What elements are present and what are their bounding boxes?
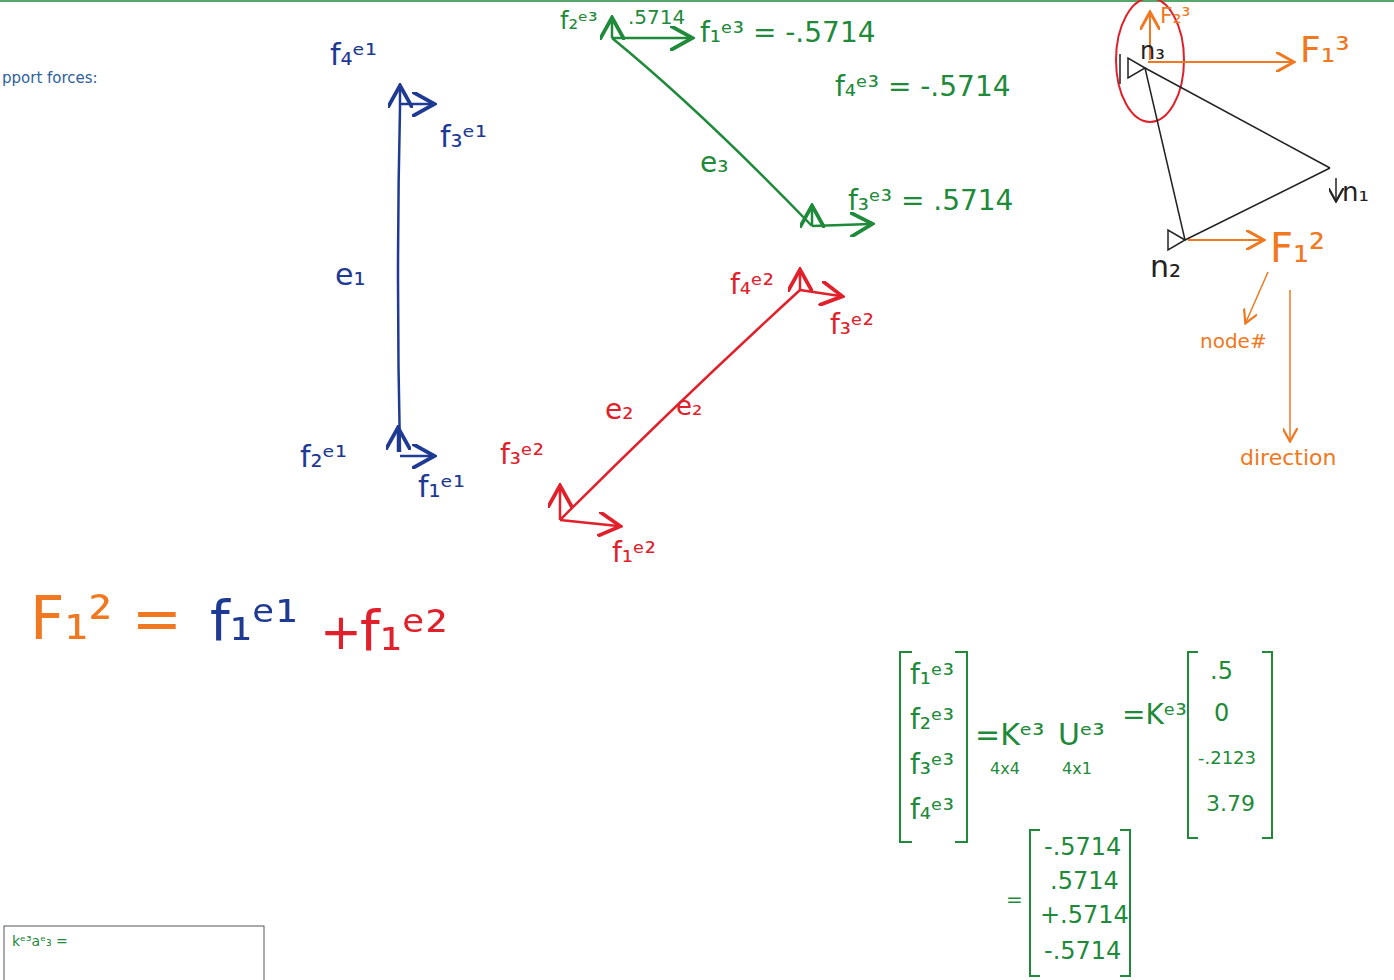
equation-term: + (320, 605, 362, 660)
vector-entry: f₃ᵉ³ (910, 750, 954, 781)
force-label: F₁² (1270, 226, 1325, 270)
force-label: f₂ᵉ¹ (300, 440, 347, 473)
vector-entry: +.5714 (1040, 902, 1129, 928)
force-label: f₁ᵉ¹ (418, 470, 465, 503)
force-label: f₄ᵉ² (730, 270, 774, 301)
force-value: f₄ᵉ³ = -.5714 (835, 72, 1011, 103)
vector-entry: .5714 (1050, 868, 1119, 894)
element-label: e₂ (676, 392, 702, 421)
vector-size: 4x1 (1062, 760, 1092, 778)
force-value: .5714 (628, 6, 685, 28)
vector-entry: f₂ᵉ³ (910, 705, 954, 736)
code-snippet: kᵉ³aᵉ₃ = (12, 934, 68, 949)
vector-entry: -.2123 (1198, 748, 1256, 768)
equation-term: f₁ᵉ² (360, 600, 448, 662)
vector-entry: f₄ᵉ³ (910, 795, 954, 826)
force-label: f₃ᵉ² (500, 440, 544, 471)
equation-term: F₁² = (30, 585, 182, 651)
vector-entry: 3.79 (1206, 792, 1255, 816)
force-label: f₂ᵉ³ (560, 8, 598, 34)
force-label: f₃ᵉ¹ (440, 120, 487, 153)
element-e3 (612, 20, 870, 226)
vector-entry: .5 (1210, 658, 1233, 684)
force-label: f₃ᵉ² (830, 310, 874, 341)
note-text: direction (1240, 446, 1336, 470)
force-value: f₃ᵉ³ = .5714 (848, 186, 1013, 217)
element-label: e₁ (335, 258, 365, 291)
equals-sign: = (1006, 888, 1023, 910)
vector-symbol: Uᵉ³ (1058, 718, 1105, 751)
matrix-brackets (900, 652, 1272, 976)
note-text: node# (1200, 330, 1267, 352)
vector-entry: -.5714 (1044, 834, 1121, 860)
element-e2 (560, 272, 840, 526)
force-label: F₁³ (1300, 30, 1350, 70)
force-label: f₁ᵉ² (612, 538, 656, 569)
page-rule (0, 0, 1394, 2)
element-e1 (398, 88, 432, 456)
equation-term: f₁ᵉ¹ (210, 590, 298, 652)
vector-entry: f₁ᵉ³ (910, 660, 954, 691)
node-label: n₂ (1150, 250, 1181, 283)
node-label: n₃ (1140, 38, 1165, 64)
matrix-symbol: =Kᵉ³ (1122, 700, 1187, 731)
force-value: f₁ᵉ³ = -.5714 (700, 18, 876, 49)
force-label: F₂³ (1160, 4, 1190, 28)
element-label: e₃ (700, 148, 728, 179)
heading-fragment: pport forces: (2, 70, 98, 87)
node-label: n₁ (1342, 178, 1369, 207)
snippet-box (4, 926, 264, 980)
matrix-size: 4x4 (990, 760, 1020, 778)
element-label: e₂ (605, 395, 633, 426)
vector-entry: -.5714 (1044, 938, 1121, 964)
matrix-symbol: =Kᵉ³ (975, 718, 1044, 751)
vector-entry: 0 (1214, 700, 1229, 726)
force-label: f₄ᵉ¹ (330, 38, 377, 71)
